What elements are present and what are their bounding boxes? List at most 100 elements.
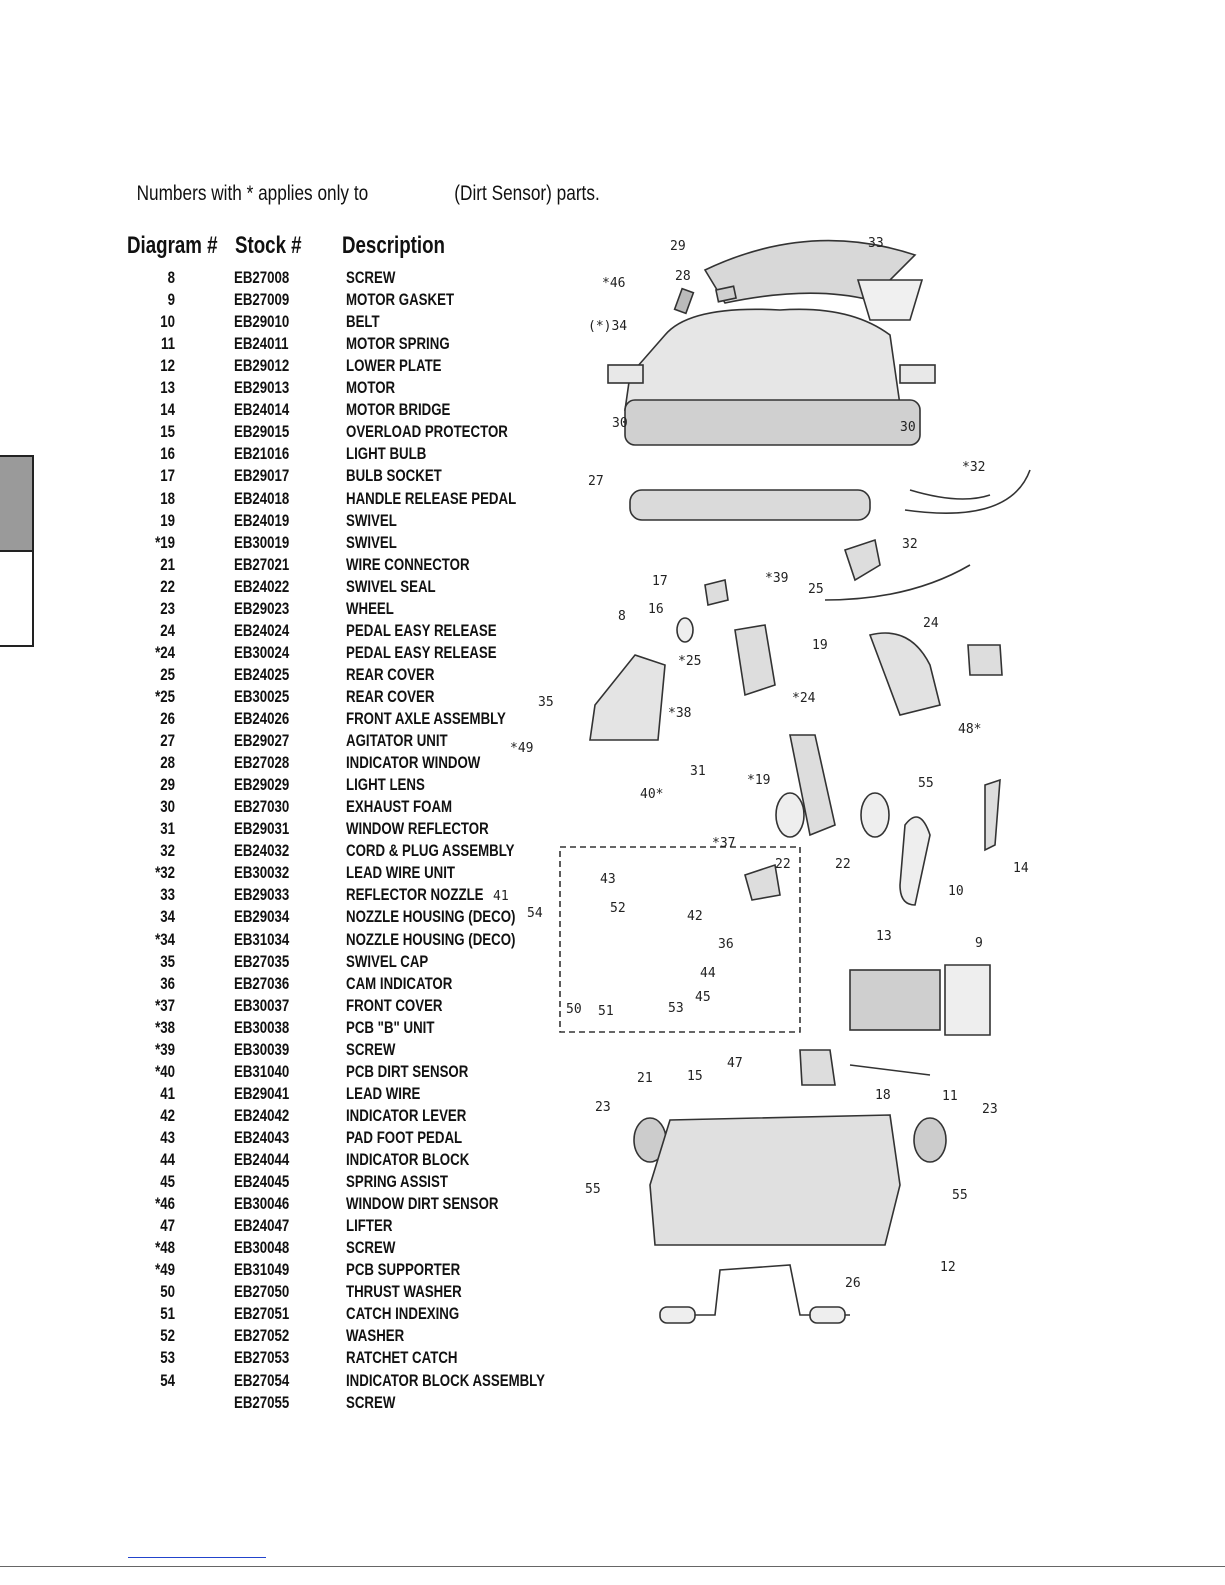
diagram-number: *39 [155, 1039, 175, 1059]
callout-label: 50 [566, 1002, 582, 1017]
stock-number: EB27054 [234, 1370, 290, 1390]
callout-label: 12 [940, 1260, 956, 1275]
diagram-number: 13 [160, 378, 175, 398]
callout-label: *19 [747, 773, 770, 788]
stock-number: EB30037 [234, 995, 290, 1015]
dirt-sensor-note: Numbers with * applies only to(Dirt Sens… [127, 158, 600, 206]
stock-number: EB21016 [234, 444, 290, 464]
diagram-number: 52 [160, 1326, 175, 1346]
lead-wire-unit-shape [904, 469, 1031, 514]
diagram-number: *48 [155, 1238, 175, 1258]
diagram-number: 8 [167, 268, 175, 287]
axle-end-right [809, 1306, 846, 1324]
diagram-number: 41 [160, 1083, 175, 1103]
callout-label: 18 [875, 1088, 891, 1103]
part-description: REAR COVER [346, 664, 435, 684]
lower-plate-shape [649, 1114, 901, 1246]
callout-label: 11 [942, 1089, 958, 1104]
part-description: SPRING ASSIST [346, 1172, 448, 1192]
callout-label: 33 [868, 236, 884, 251]
stock-number: EB27021 [234, 554, 290, 574]
stock-number: EB24014 [234, 400, 290, 420]
stock-number: EB24011 [234, 334, 289, 354]
callout-label: 10 [948, 884, 964, 899]
part-description: PEDAL EASY RELEASE [346, 642, 497, 662]
part-description: MOTOR SPRING [346, 334, 450, 354]
diagram-number: 25 [160, 664, 175, 684]
diagram-number: 54 [160, 1370, 175, 1390]
stock-number: EB27030 [234, 797, 290, 817]
stock-number: EB29010 [234, 312, 290, 332]
callout-label: 15 [687, 1069, 703, 1084]
part-description: SCREW [346, 1238, 396, 1258]
stock-number: EB29029 [234, 775, 290, 795]
part-description: FRONT AXLE ASSEMBLY [346, 709, 506, 728]
stock-number: EB24019 [234, 510, 290, 530]
swivel-seal-left [775, 792, 805, 838]
stock-number: EB30039 [234, 1039, 290, 1059]
axle-end-left [659, 1306, 696, 1324]
part-description: PAD FOOT PEDAL [346, 1127, 463, 1147]
diagram-number: *38 [155, 1017, 175, 1037]
part-description: MOTOR [346, 378, 396, 398]
callout-label: 22 [835, 857, 851, 872]
callout-label: 23 [595, 1100, 611, 1115]
part-description: MOTOR BRIDGE [346, 400, 451, 420]
part-description: WHEEL [346, 598, 394, 618]
diagram-number: 28 [160, 753, 175, 773]
callout-label: 27 [588, 474, 604, 489]
diagram-number: 44 [160, 1150, 175, 1169]
callout-label: 47 [727, 1056, 743, 1071]
callout-label: 55 [918, 776, 934, 791]
callout-label: 55 [585, 1182, 601, 1197]
part-description: INDICATOR WINDOW [346, 753, 481, 773]
stock-number: EB27051 [234, 1304, 290, 1324]
stock-number: EB30024 [234, 642, 290, 662]
diagram-number: 17 [160, 466, 175, 486]
callout-label: 13 [876, 929, 892, 944]
rear-cover-top-shape [843, 538, 881, 582]
diagram-number: 16 [160, 444, 175, 464]
part-description: LOWER PLATE [346, 356, 442, 376]
part-description: SCREW [346, 1392, 396, 1412]
callout-label: (*)34 [588, 319, 627, 334]
callout-label: 42 [687, 909, 703, 924]
callout-label: 48* [958, 722, 981, 737]
light-bulb-shape [676, 617, 694, 643]
diagram-number: 26 [160, 709, 175, 728]
diagram-number: *25 [155, 686, 175, 706]
part-description: PCB SUPPORTER [346, 1260, 461, 1280]
motor-bridge-shape [984, 778, 1001, 852]
swivel-cap-shape [589, 654, 666, 741]
diagram-number: 53 [160, 1348, 175, 1368]
window-dirt-sensor-shape [673, 287, 695, 315]
indicator-window-shape [715, 285, 737, 303]
stock-number: EB27050 [234, 1282, 290, 1302]
part-description: WINDOW REFLECTOR [346, 819, 489, 839]
diagram-number: *19 [155, 532, 175, 552]
part-description: INDICATOR BLOCK ASSEMBLY [346, 1370, 545, 1390]
stock-number: EB24044 [234, 1150, 290, 1169]
callout-label: 29 [670, 239, 686, 254]
nozzle-front-shape [624, 399, 921, 446]
part-description: BELT [346, 312, 380, 332]
part-description: PEDAL EASY RELEASE [346, 620, 497, 640]
part-description: LEAD WIRE UNIT [346, 863, 456, 883]
stock-number: EB27053 [234, 1348, 290, 1368]
diagram-number: *40 [155, 1061, 175, 1081]
diagram-number: *34 [155, 929, 175, 949]
swivel-seal-right [860, 792, 890, 838]
part-description: LIFTER [346, 1216, 393, 1236]
part-description: LIGHT BULB [346, 444, 427, 464]
stock-number: EB27035 [234, 951, 290, 971]
stock-number: EB27052 [234, 1326, 290, 1346]
callout-label: 41 [493, 889, 509, 904]
part-description: NOZZLE HOUSING (DECO) [346, 907, 516, 927]
part-description: SWIVEL [346, 510, 397, 530]
part-description: WINDOW DIRT SENSOR [346, 1194, 499, 1214]
stock-number: EB29027 [234, 731, 290, 751]
part-description: THRUST WASHER [346, 1282, 462, 1302]
stock-number: EB30032 [234, 863, 290, 883]
callout-label: 24 [923, 616, 939, 631]
